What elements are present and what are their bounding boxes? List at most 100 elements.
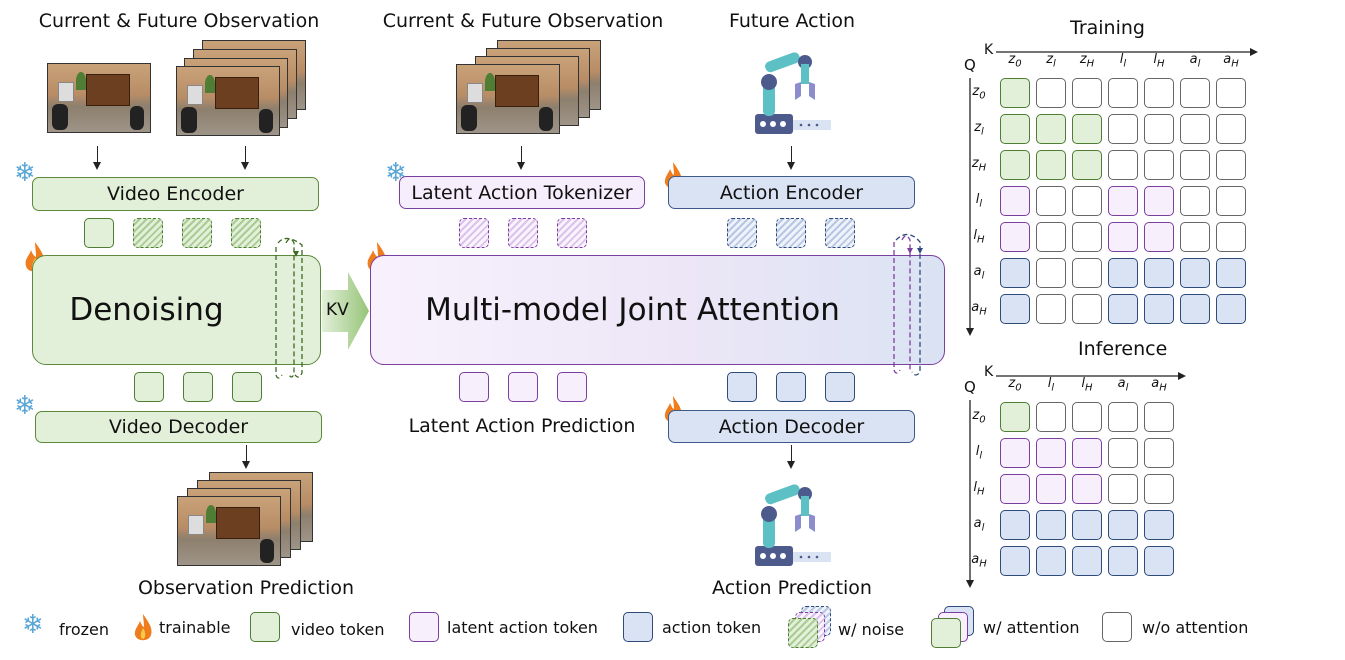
legend-without-attention: w/o attention	[1142, 618, 1249, 637]
latent-action-token	[508, 372, 538, 402]
robot-arm-prediction-icon	[755, 484, 831, 566]
action-token	[825, 372, 855, 402]
training-k-label: K	[984, 42, 994, 58]
training-cell	[1144, 186, 1174, 216]
inference-cell	[1108, 510, 1138, 540]
training-cell	[1108, 186, 1138, 216]
training-col-label: al	[1189, 52, 1201, 70]
training-cell	[1072, 78, 1102, 108]
training-cell	[1072, 222, 1102, 252]
inference-row-label: lH	[973, 480, 985, 498]
arrow-obs-to-encoder-1	[92, 146, 101, 170]
noisy-action-token	[776, 218, 806, 248]
training-col-label: zl	[1046, 52, 1056, 70]
training-col-label: z0	[1008, 52, 1022, 70]
video-token	[134, 372, 164, 402]
inference-cell	[1072, 474, 1102, 504]
inference-cell	[1108, 474, 1138, 504]
arrow-decoder-to-prediction	[241, 445, 250, 469]
training-cell	[1072, 186, 1102, 216]
training-cell	[1000, 150, 1030, 180]
training-cell	[1072, 258, 1102, 288]
legend-latent-action-swatch	[409, 612, 439, 642]
training-cell	[1072, 150, 1102, 180]
action-token	[776, 372, 806, 402]
future-observation-image	[176, 66, 280, 136]
joint-attention-block: Multi-model Joint Attention	[370, 255, 945, 365]
inference-cell	[1000, 510, 1030, 540]
training-cell	[1180, 114, 1210, 144]
inference-cell	[1144, 402, 1174, 432]
inference-row-label: aH	[971, 552, 987, 570]
training-cell	[1216, 186, 1246, 216]
inference-cell	[1072, 402, 1102, 432]
joint-attention-label: Multi-model Joint Attention	[425, 292, 840, 328]
mid-observation-image	[456, 64, 560, 134]
current-observation-image	[47, 63, 151, 133]
training-cell	[1108, 294, 1138, 324]
denoising-loop-lines	[275, 237, 303, 379]
legend-video-token: video token	[291, 620, 385, 639]
inference-cell	[1072, 438, 1102, 468]
training-q-label: Q	[964, 56, 976, 74]
legend-action-token-swatch	[623, 612, 653, 642]
training-cell	[1036, 258, 1066, 288]
legend-trainable: trainable	[159, 618, 231, 637]
inference-col-label: lH	[1081, 376, 1093, 394]
joint-loop-lines	[893, 233, 923, 376]
inference-cell	[1144, 510, 1174, 540]
training-cell	[1144, 222, 1174, 252]
latent-action-prediction-label: Latent Action Prediction	[408, 415, 636, 437]
noisy-action-token	[825, 218, 855, 248]
training-cell	[1144, 114, 1174, 144]
latent-action-tokenizer: Latent Action Tokenizer	[399, 176, 645, 209]
arrow-action-to-encoder	[786, 146, 795, 170]
noisy-latent-action-token	[508, 218, 538, 248]
arrow-obs-to-tokenizer	[516, 146, 525, 170]
training-row-label: z0	[972, 84, 986, 102]
legend-noise: w/ noise	[838, 620, 905, 639]
training-cell	[1000, 258, 1030, 288]
denoising-label: Denoising	[69, 292, 224, 328]
training-cell	[1180, 222, 1210, 252]
frozen-icon-decoder: ❄	[14, 391, 36, 421]
training-cell	[1216, 222, 1246, 252]
arrow-obs-to-encoder-2	[240, 146, 249, 170]
training-cell	[1216, 114, 1246, 144]
training-cell	[1144, 294, 1174, 324]
training-col-label: aH	[1223, 52, 1239, 70]
inference-cell	[1036, 546, 1066, 576]
training-cell	[1036, 78, 1066, 108]
training-row-label: lH	[973, 228, 985, 246]
training-cell	[1108, 258, 1138, 288]
legend-snowflake-icon: ❄	[22, 610, 44, 640]
action-token	[727, 372, 757, 402]
noisy-action-token	[727, 218, 757, 248]
training-axes	[966, 48, 1258, 336]
video-token	[232, 372, 262, 402]
inference-cell	[1036, 402, 1066, 432]
inference-cell	[1144, 546, 1174, 576]
inference-cell	[1036, 438, 1066, 468]
training-cell	[1036, 222, 1066, 252]
inference-cell	[1072, 510, 1102, 540]
training-cell	[1108, 150, 1138, 180]
inference-cell	[1000, 438, 1030, 468]
training-cell	[1180, 78, 1210, 108]
legend-latent-action-token: latent action token	[447, 618, 598, 637]
obs-header-left: Current & Future Observation	[38, 10, 320, 32]
training-cell	[1216, 258, 1246, 288]
inference-col-label: z0	[1008, 376, 1022, 394]
inference-q-label: Q	[964, 378, 976, 396]
inference-cell	[1036, 510, 1066, 540]
training-cell	[1000, 78, 1030, 108]
inference-row-label: ll	[975, 444, 983, 462]
training-row-label: zH	[971, 156, 987, 174]
training-cell	[1180, 150, 1210, 180]
training-cell	[1144, 258, 1174, 288]
training-cell	[1180, 186, 1210, 216]
inference-col-label: al	[1117, 376, 1129, 394]
arrow-action-decoder-to-prediction	[786, 445, 795, 469]
noisy-video-token	[182, 218, 212, 248]
observation-prediction-image	[177, 496, 281, 566]
